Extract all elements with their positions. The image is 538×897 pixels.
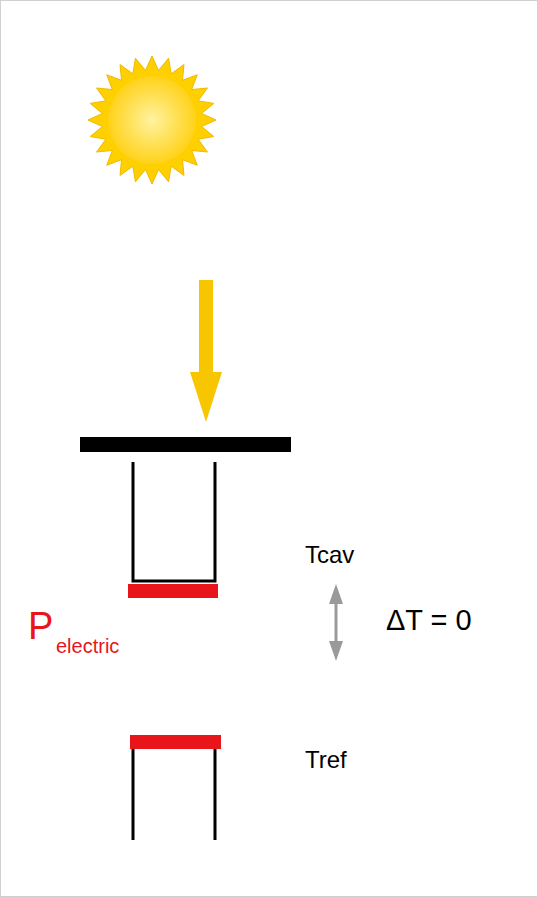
temperature-label: Tref (305, 748, 347, 772)
sun-disc (108, 76, 196, 164)
delta-label: ΔT = 0 (386, 606, 472, 635)
power-symbol: P (28, 607, 53, 645)
power-subscript: electric (56, 636, 119, 656)
heater (128, 584, 218, 598)
heater (130, 735, 221, 749)
arrow-head (329, 584, 343, 604)
sunlight-arrow (190, 280, 222, 422)
temperature-label: Tcav (305, 543, 354, 567)
arrow-head (329, 641, 343, 661)
reference-cavity (133, 749, 215, 840)
delta-arrow (335, 600, 338, 646)
shutter-bar (80, 437, 291, 452)
sun-icon (88, 56, 216, 184)
cavity (133, 462, 215, 581)
sun-rays (88, 56, 216, 184)
